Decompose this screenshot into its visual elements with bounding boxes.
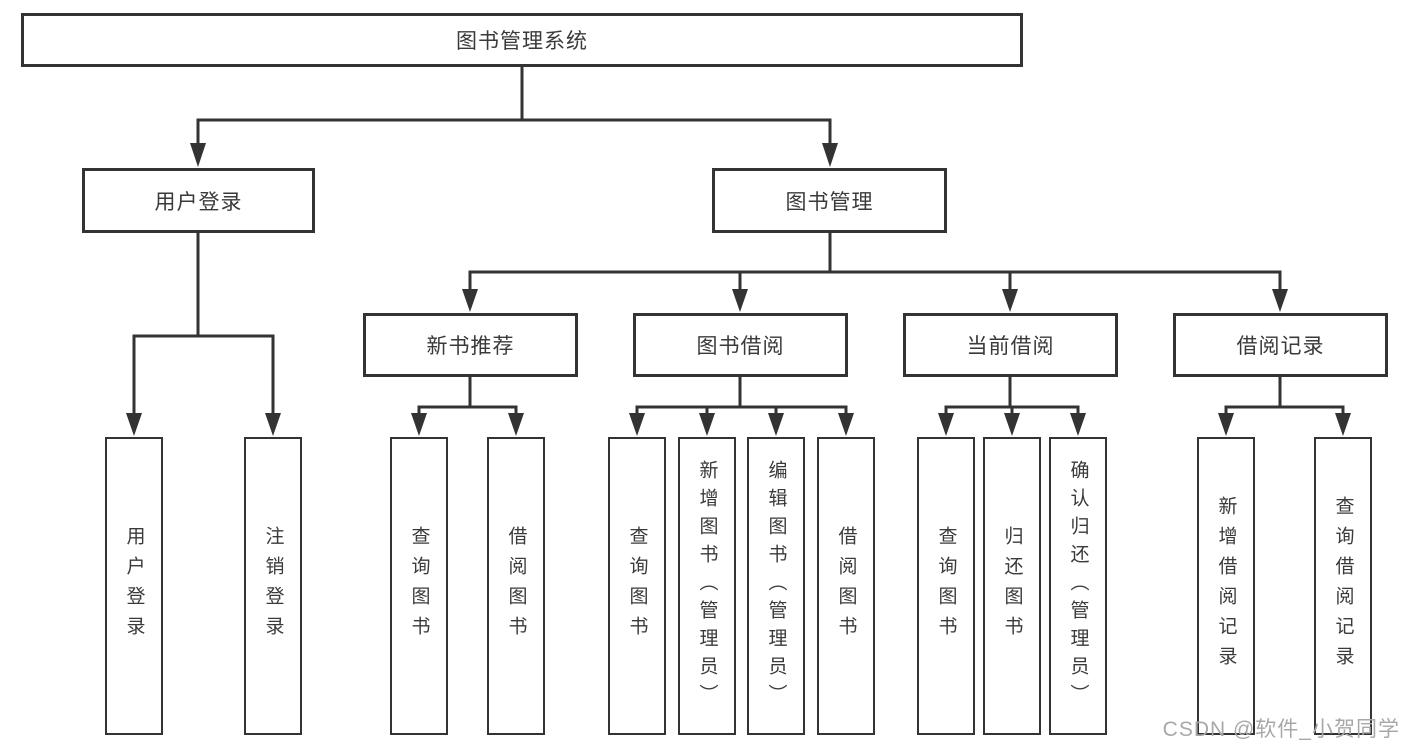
leaf-nb-borrow-books: 借阅图书 — [487, 437, 545, 735]
leaf-bb-query-books: 查询图书 — [608, 437, 666, 735]
leaf-bb-add-book-admin-label: 新增图书（管理员） — [696, 460, 718, 712]
leaf-br-query-record-label: 查询借阅记录 — [1332, 496, 1354, 676]
node-borrow-records: 借阅记录 — [1173, 313, 1388, 377]
leaf-bb-borrow-books: 借阅图书 — [817, 437, 875, 735]
leaf-br-add-record: 新增借阅记录 — [1197, 437, 1255, 735]
leaf-bb-borrow-books-label: 借阅图书 — [835, 526, 857, 646]
leaf-logout: 注销登录 — [244, 437, 302, 735]
leaf-cb-confirm-return-admin: 确认归还（管理员） — [1049, 437, 1107, 735]
leaf-user-login: 用户登录 — [105, 437, 163, 735]
node-book-management-label: 图书管理 — [785, 190, 874, 214]
leaf-nb-borrow-books-label: 借阅图书 — [505, 526, 527, 646]
leaf-bb-edit-book-admin: 编辑图书（管理员） — [747, 437, 805, 735]
leaf-cb-query-books: 查询图书 — [917, 437, 975, 735]
node-new-book-recommend: 新书推荐 — [363, 313, 578, 377]
leaf-bb-edit-book-admin-label: 编辑图书（管理员） — [765, 460, 787, 712]
leaf-cb-confirm-return-admin-label: 确认归还（管理员） — [1067, 460, 1089, 712]
arrowheads — [126, 143, 1351, 436]
tree-edges — [132, 67, 1345, 416]
node-current-borrow: 当前借阅 — [903, 313, 1118, 377]
node-user-login-label: 用户登录 — [154, 190, 243, 214]
leaf-br-add-record-label: 新增借阅记录 — [1215, 496, 1237, 676]
watermark: CSDN @软件_小贺同学 — [1162, 718, 1400, 741]
node-current-borrow-label: 当前借阅 — [966, 335, 1055, 358]
leaf-nb-query-books: 查询图书 — [390, 437, 448, 735]
leaf-cb-return-book-label: 归还图书 — [1001, 526, 1023, 646]
node-user-login: 用户登录 — [82, 168, 315, 233]
node-root: 图书管理系统 — [21, 13, 1023, 67]
leaf-br-query-record: 查询借阅记录 — [1314, 437, 1372, 735]
leaf-nb-query-books-label: 查询图书 — [408, 526, 430, 646]
node-new-book-recommend-label: 新书推荐 — [426, 335, 515, 358]
node-root-label: 图书管理系统 — [456, 30, 588, 53]
node-borrow-records-label: 借阅记录 — [1236, 335, 1325, 358]
leaf-cb-query-books-label: 查询图书 — [935, 526, 957, 646]
leaf-cb-return-book: 归还图书 — [983, 437, 1041, 735]
node-book-borrow-label: 图书借阅 — [696, 335, 785, 358]
leaf-bb-query-books-label: 查询图书 — [626, 526, 648, 646]
leaf-logout-label: 注销登录 — [262, 526, 284, 646]
node-book-management: 图书管理 — [712, 168, 947, 233]
leaf-bb-add-book-admin: 新增图书（管理员） — [678, 437, 736, 735]
node-book-borrow: 图书借阅 — [633, 313, 848, 377]
leaf-user-login-label: 用户登录 — [123, 526, 145, 646]
